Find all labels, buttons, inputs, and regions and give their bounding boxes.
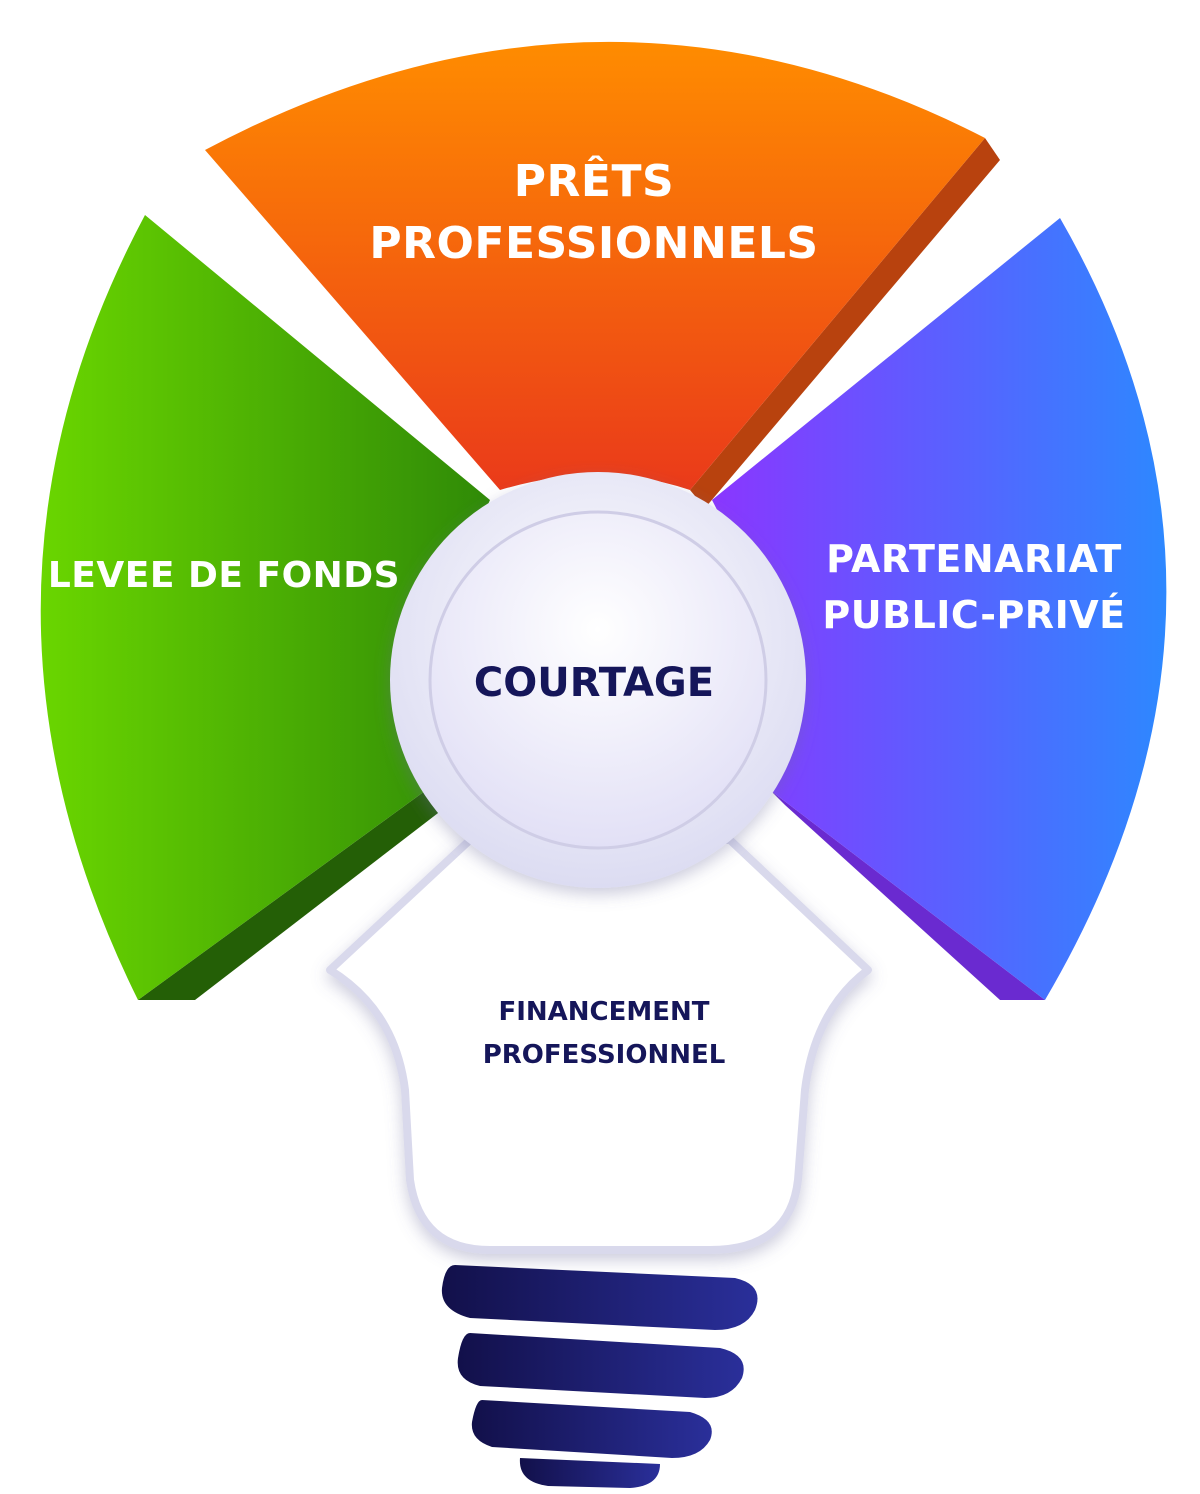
segment-left-label: LEVEE DE FONDS xyxy=(48,555,400,596)
segment-top-label-line1: PRÊTS xyxy=(514,154,674,207)
segment-right-label-line2: PUBLIC-PRIVÉ xyxy=(822,593,1125,637)
bulb-glass: FINANCEMENT PROFESSIONNEL xyxy=(326,836,872,1254)
bulb-base-ring-3 xyxy=(471,1400,712,1458)
center-inner-disc xyxy=(428,510,768,850)
bulb-label-line2: PROFESSIONNEL xyxy=(483,1040,726,1070)
center-circle: COURTAGE xyxy=(390,472,806,888)
segment-left-face xyxy=(40,215,490,1000)
bulb-base-tip xyxy=(519,1458,660,1488)
segment-levee-de-fonds: LEVEE DE FONDS xyxy=(40,215,490,1000)
segment-top-side xyxy=(690,138,1000,508)
bulb-label-line1: FINANCEMENT xyxy=(498,997,709,1027)
bulb-base-ring-1 xyxy=(441,1265,758,1330)
segment-partenariat-public-prive: PARTENARIAT PUBLIC-PRIVÉ xyxy=(712,218,1167,1000)
segment-top-label-line2: PROFESSIONNELS xyxy=(369,218,818,269)
segment-top-face xyxy=(205,41,985,491)
bulb-base-ring-2 xyxy=(457,1333,744,1398)
bulb-base xyxy=(441,1265,758,1488)
segment-left-side xyxy=(138,780,455,1000)
bulb-glass-shape xyxy=(326,836,872,1254)
center-label: COURTAGE xyxy=(474,660,714,706)
segment-prets-professionnels: PRÊTS PROFESSIONNELS xyxy=(205,41,1000,508)
segment-right-label-line1: PARTENARIAT xyxy=(826,537,1122,581)
segment-right-face xyxy=(712,218,1167,1000)
